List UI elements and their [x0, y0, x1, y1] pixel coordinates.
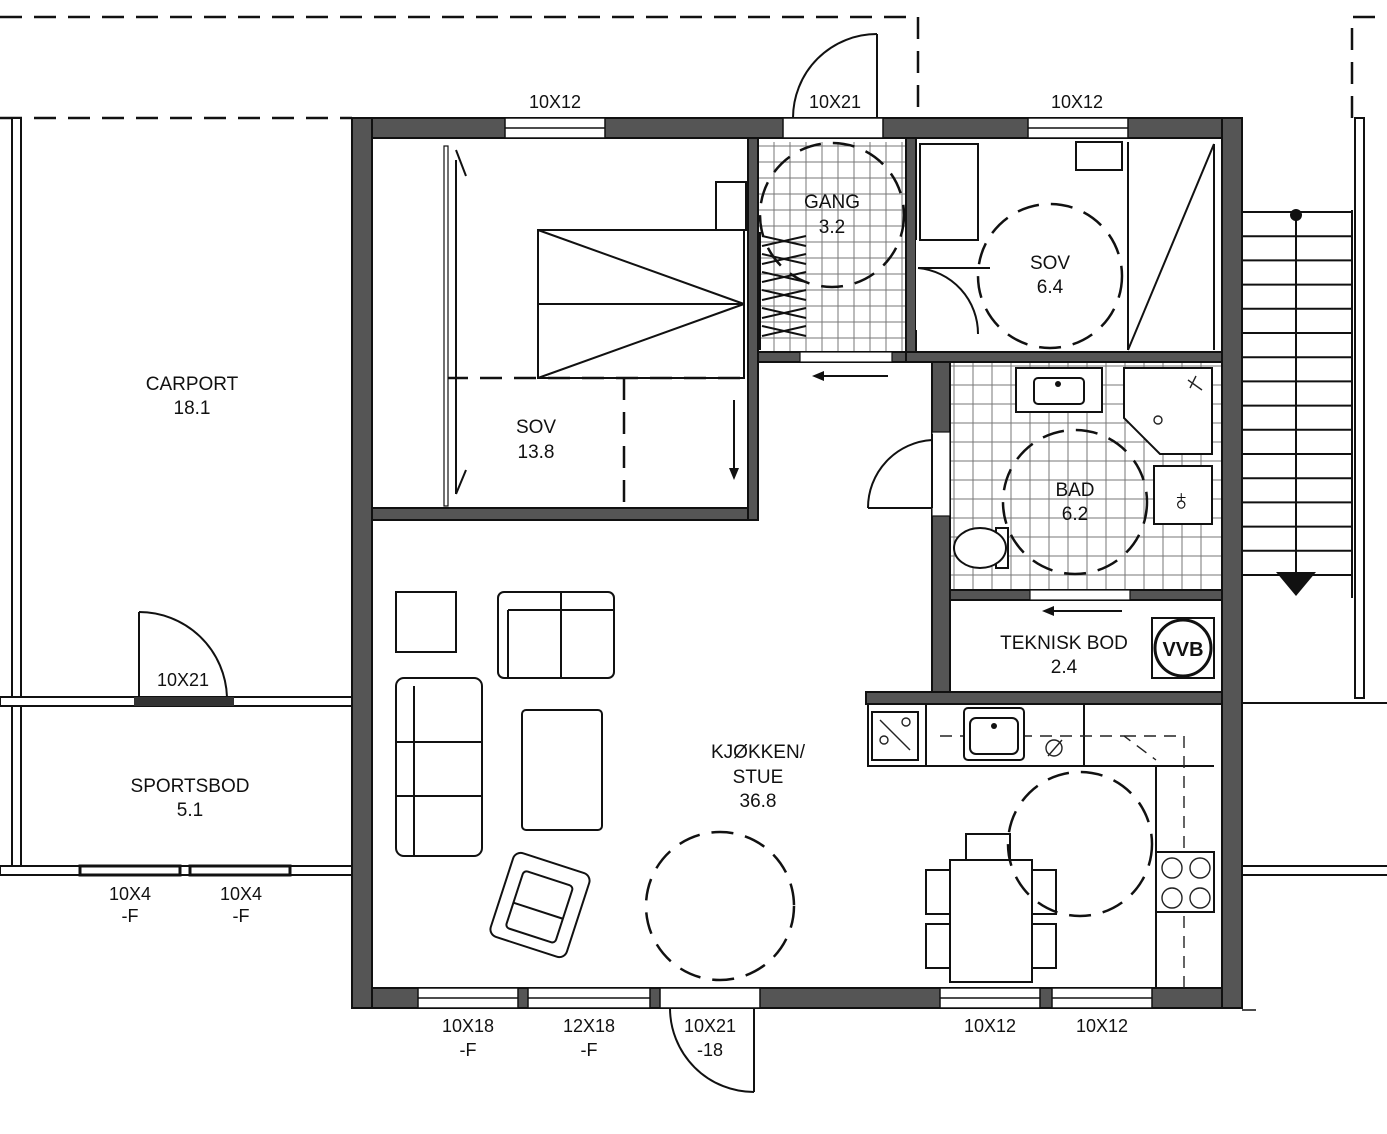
annex-structure [0, 117, 353, 877]
room-area-sportsbod: 5.1 [177, 800, 203, 821]
hanger [761, 307, 807, 319]
room-area-sov-small: 6.4 [1037, 277, 1064, 298]
entrance-door-swing [792, 33, 878, 119]
living-room-furniture [395, 591, 615, 959]
bottom-openings [417, 987, 1256, 1011]
room-name-kjokken-line2: STUE [733, 767, 784, 788]
room-name-kjokken-line1: KJØKKEN/ [711, 742, 806, 763]
small-bedroom-furniture [919, 141, 1215, 351]
carport-door-swing [138, 611, 228, 698]
small-bedroom-door-swing [917, 267, 990, 335]
label-sportsbod-left-1: 10X4 [109, 884, 151, 904]
label-bottom-2-line2: -F [581, 1040, 598, 1060]
terrace-door-swing [669, 1007, 755, 1093]
room-name-sov-main: SOV [516, 417, 556, 438]
room-name-bad: BAD [1055, 480, 1094, 501]
label-top-window-left: 10X12 [529, 92, 581, 112]
hanger [761, 235, 807, 247]
label-bottom-1-line2: -F [460, 1040, 477, 1060]
room-area-gang: 3.2 [819, 217, 845, 238]
label-bottom-door-line1: 10X21 [684, 1016, 736, 1036]
gang-wardrobe [759, 232, 807, 350]
room-name-carport: CARPORT [146, 374, 239, 395]
opening-labels: 10X12 10X21 10X12 10X21 10X4 -F 10X4 -F … [109, 92, 1128, 1060]
label-bottom-door-line2: -18 [697, 1040, 723, 1060]
label-sportsbod-left-2: -F [122, 906, 139, 926]
main-bedroom-furniture [443, 145, 747, 507]
label-sportsbod-right-2: -F [233, 906, 250, 926]
water-heater: VVB [1151, 617, 1215, 679]
label-carport-door: 10X21 [157, 670, 209, 690]
toilet-symbol-glyph: ♁ [1170, 484, 1193, 517]
right-annex [1240, 117, 1387, 876]
label-bottom-2-line1: 12X18 [563, 1016, 615, 1036]
hanger [761, 253, 807, 265]
room-labels: CARPORT 18.1 SPORTSBOD 5.1 SOV 13.8 GANG… [131, 192, 1128, 821]
room-name-sportsbod: SPORTSBOD [131, 776, 250, 797]
bathroom-door-swing [866, 434, 933, 509]
label-bottom-window-4: 10X12 [964, 1016, 1016, 1036]
vvb-label: VVB [1162, 639, 1203, 661]
kitchen-fixtures [867, 704, 1215, 988]
turning-circles [644, 141, 1154, 982]
room-area-carport: 18.1 [174, 398, 211, 419]
room-name-sov-small: SOV [1030, 253, 1070, 274]
roof-outline [0, 15, 1387, 120]
room-area-teknisk-bod: 2.4 [1051, 657, 1078, 678]
sliding-door-arrows [455, 160, 1122, 616]
gang-tiles [757, 142, 906, 352]
label-bottom-window-5: 10X12 [1076, 1016, 1128, 1036]
stair-arrow [1276, 209, 1316, 596]
label-top-window-right: 10X12 [1051, 92, 1103, 112]
label-bottom-1-line1: 10X18 [442, 1016, 494, 1036]
room-name-teknisk-bod: TEKNISK BOD [1000, 633, 1128, 654]
hanger [761, 289, 807, 301]
dining-set [925, 833, 1057, 983]
room-area-sov-main: 13.8 [518, 442, 555, 463]
label-sportsbod-right-1: 10X4 [220, 884, 262, 904]
room-area-bad: 6.2 [1062, 504, 1088, 525]
hanger [761, 325, 807, 337]
bathroom-fixtures: ♁ [953, 367, 1213, 569]
top-openings [504, 117, 1129, 139]
hanger [761, 271, 807, 283]
room-name-gang: GANG [804, 192, 860, 213]
exterior-walls [351, 117, 1243, 1009]
interior-door-openings [799, 240, 1131, 601]
room-area-kjokken-stue: 36.8 [740, 791, 777, 812]
label-top-door: 10X21 [809, 92, 861, 112]
